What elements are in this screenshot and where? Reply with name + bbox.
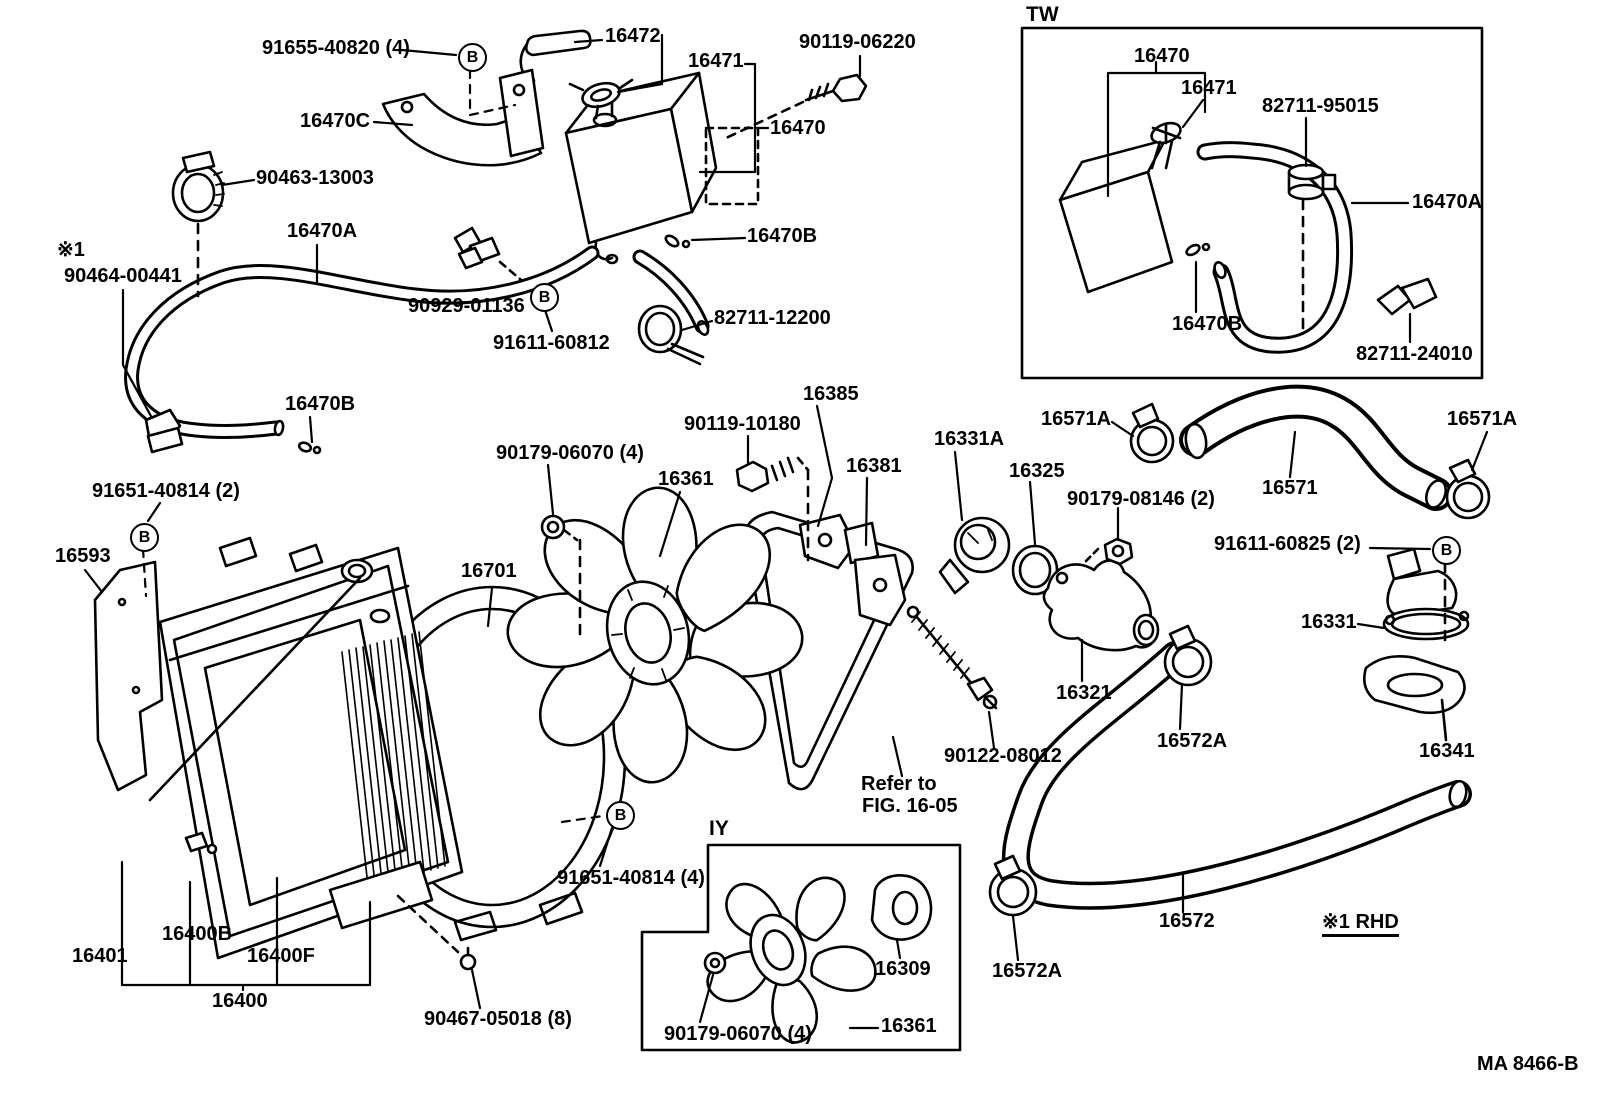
part-label-16309: 16309: [875, 958, 931, 980]
note-refer-line2: FIG. 16-05: [862, 795, 958, 817]
iy-inset-art: [640, 843, 962, 1052]
inset-label-iy: IY: [709, 817, 729, 840]
part-label-16572a-lower: 16572A: [992, 960, 1063, 982]
part-label-16400b: 16400B: [162, 923, 233, 945]
water-outlet-art: [1363, 547, 1470, 742]
part-label-16471: 16471: [688, 50, 744, 72]
note-rhd-text: ※1 RHD: [1322, 911, 1399, 937]
part-label-16331a: 16331A: [934, 428, 1005, 450]
part-label-90119-06220: 90119-06220: [799, 31, 916, 53]
part-label-91611-60825: 91611-60825 (2): [1214, 533, 1361, 555]
part-label-16470a-hose: 16470A: [287, 220, 358, 242]
part-label-16571a-right: 16571A: [1447, 408, 1518, 430]
part-label-90119-10180: 90119-10180: [684, 413, 801, 435]
part-label-16572a-upper: 16572A: [1157, 730, 1228, 752]
part-label-16401: 16401: [72, 945, 128, 967]
part-label-16471-tw: 16471: [1181, 77, 1237, 99]
radiator-art: [93, 536, 477, 971]
reservoir-tank-art: [381, 29, 868, 287]
part-label-16331: 16331: [1301, 611, 1357, 633]
part-label-16572: 16572: [1159, 910, 1215, 932]
part-label-16472: 16472: [605, 25, 661, 47]
part-label-90467-05018: 90467-05018 (8): [424, 1008, 572, 1030]
callout-b-1: B: [458, 43, 487, 72]
leader-lines: [83, 33, 1489, 1010]
fan-brackets-art: [798, 513, 907, 627]
part-label-82711-95015: 82711-95015: [1262, 95, 1379, 117]
part-label-91611-60812: 91611-60812: [493, 332, 610, 354]
part-label-16470: 16470: [770, 117, 826, 139]
figure-code: MA 8466-B: [1477, 1053, 1579, 1075]
thermostat-art: [906, 516, 1160, 710]
part-label-16325: 16325: [1009, 460, 1065, 482]
part-label-16470a-tw: 16470A: [1412, 191, 1483, 213]
part-label-16321: 16321: [1056, 682, 1112, 704]
part-label-16571: 16571: [1262, 477, 1318, 499]
tw-inset-art: [1020, 26, 1484, 380]
part-label-16701: 16701: [461, 560, 517, 582]
note-refer-line1: Refer to: [861, 773, 937, 795]
part-label-82711-24010: 82711-24010: [1356, 343, 1473, 365]
part-label-16571a-left: 16571A: [1041, 408, 1112, 430]
inset-label-tw: TW: [1026, 3, 1059, 26]
main-fan-art: [506, 456, 810, 784]
upper-hose-art: [1129, 384, 1491, 520]
part-label-16470b-hose-end: 16470B: [285, 393, 356, 415]
part-label-16341: 16341: [1419, 740, 1475, 762]
callout-b-5: B: [606, 801, 635, 830]
part-label-90179-08146: 90179-08146 (2): [1067, 488, 1215, 510]
overflow-hose-art: [124, 150, 710, 455]
part-label-90179-06070-iy: 90179-06070 (4): [664, 1023, 812, 1045]
part-label-16400f: 16400F: [247, 945, 315, 967]
part-label-16361-iy: 16361: [881, 1015, 937, 1037]
part-label-90463-13003: 90463-13003: [256, 167, 374, 189]
part-label-16381: 16381: [846, 455, 902, 477]
callout-b-2: B: [530, 283, 559, 312]
part-label-16361-main: 16361: [658, 468, 714, 490]
part-label-16385: 16385: [803, 383, 859, 405]
part-label-16400: 16400: [212, 990, 268, 1012]
part-label-16470c: 16470C: [300, 110, 371, 132]
part-label-91651-40814-4: 91651-40814 (4): [557, 867, 705, 889]
part-label-16470b-tank: 16470B: [747, 225, 818, 247]
note-star1: ※1: [57, 239, 85, 261]
part-label-90464-00441: 90464-00441: [64, 265, 182, 287]
part-label-82711-12200: 82711-12200: [714, 307, 831, 329]
callout-b-4: B: [130, 523, 159, 552]
part-label-16470b-tw: 16470B: [1172, 313, 1243, 335]
part-label-91655-40820: 91655-40820 (4): [262, 37, 410, 59]
part-label-90179-06070-main: 90179-06070 (4): [496, 442, 644, 464]
note-rhd: ※1 RHD: [1322, 911, 1399, 937]
lower-hose-art: [988, 624, 1472, 917]
part-label-90122-08012: 90122-08012: [944, 745, 1062, 767]
part-label-90929-01136: 90929-01136: [408, 295, 525, 317]
part-label-91651-40814-2: 91651-40814 (2): [92, 480, 240, 502]
part-label-16593: 16593: [55, 545, 111, 567]
part-label-16470-tw: 16470: [1134, 45, 1190, 67]
callout-b-3: B: [1432, 536, 1461, 565]
